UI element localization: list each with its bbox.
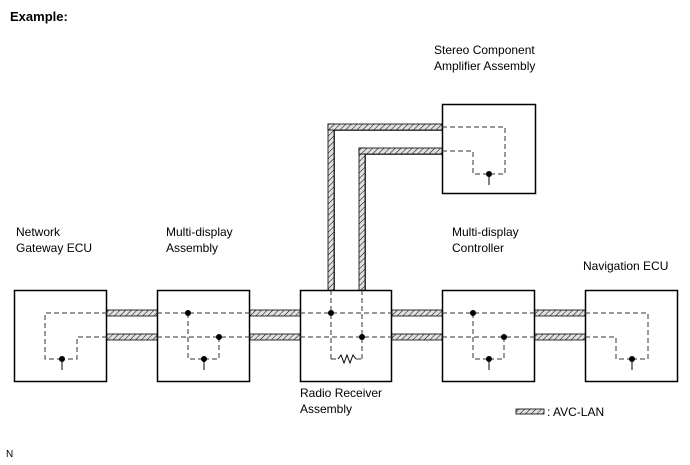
junction-dot <box>359 334 365 340</box>
avc-lan-cable <box>106 333 158 341</box>
avc-lan-cable <box>391 333 443 341</box>
junction-dot <box>185 310 191 316</box>
label-multi-display-assembly: Multi-display Assembly <box>166 225 233 255</box>
legend-avc-lan-swatch <box>515 408 545 415</box>
avc-lan-cables <box>106 123 586 341</box>
avc-lan-cable <box>358 147 366 291</box>
label-stereo-component-amplifier: Stereo Component Amplifier Assembly <box>434 43 536 73</box>
avc-lan-cable <box>249 333 301 341</box>
avc-lan-cable <box>534 309 586 317</box>
avc-lan-cable <box>327 123 443 131</box>
junction-dot <box>328 310 334 316</box>
junction-dot <box>501 334 507 340</box>
junction-dot <box>216 334 222 340</box>
internal-wiring <box>44 126 649 360</box>
diagram-title: Example: <box>10 9 68 24</box>
footer-code: N <box>6 449 14 460</box>
label-navigation-ecu: Navigation ECU <box>583 259 669 273</box>
avc-lan-cable <box>358 147 443 155</box>
junction-dot <box>470 310 476 316</box>
junctions <box>59 171 635 370</box>
avc-lan-cable <box>391 309 443 317</box>
label-multi-display-controller: Multi-display Controller <box>452 225 519 255</box>
box-radio-receiver-assembly <box>299 289 393 383</box>
label-network-gateway-ecu: Network Gateway ECU <box>16 225 93 255</box>
label-radio-receiver-assembly: Radio Receiver Assembly <box>300 386 383 416</box>
avc-lan-cable <box>327 123 335 291</box>
avc-lan-cable <box>106 309 158 317</box>
avc-lan-cable <box>249 309 301 317</box>
avc-lan-cable <box>534 333 586 341</box>
box-network-gateway-ecu <box>13 289 108 383</box>
resistor-icon <box>337 353 357 365</box>
legend-avc-lan-label: : AVC-LAN <box>547 405 605 419</box>
